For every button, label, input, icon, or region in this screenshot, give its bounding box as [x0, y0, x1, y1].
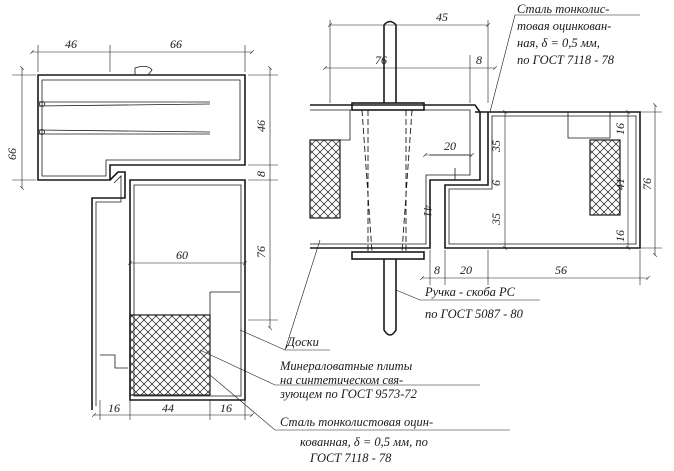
left-board-step	[310, 110, 351, 141]
r-dim-bottom-20: 20	[460, 263, 472, 277]
nails	[37, 101, 211, 135]
handle-body-dashed	[361, 109, 413, 253]
label-steel-top-1: Сталь тонколис-	[517, 2, 609, 16]
right-panel-inner	[448, 115, 637, 245]
left-panel-inner	[310, 109, 471, 245]
step-sheet-inner	[95, 175, 122, 406]
seam-fold	[134, 66, 153, 76]
left-insulation	[309, 139, 341, 219]
upper-shell	[37, 74, 246, 181]
dim-left-height: 66	[5, 148, 19, 160]
handle-grip	[383, 20, 397, 336]
dim-top-left: 46	[65, 37, 77, 51]
dim-right-lower: 76	[254, 246, 268, 258]
dim-top-right: 66	[170, 37, 182, 51]
step-detail	[430, 154, 470, 180]
dim-inner-width: 60	[176, 248, 188, 262]
label-steel-bottom-2: кованная, δ = 0,5 мм, по	[300, 435, 428, 449]
handle-plate-bottom	[351, 251, 425, 260]
r-dim-v35b: 35	[489, 213, 503, 226]
r-dim-top-76: 76	[375, 53, 387, 67]
r-dim-right-41: 41	[613, 178, 627, 190]
label-boards: Доски	[286, 335, 319, 349]
dim-right-mid: 8	[254, 171, 268, 177]
right-top-sheet	[310, 104, 481, 249]
right-section-view: 45 76 8 20 35 6 35 41 16 41 16 76 8 20 5…	[309, 10, 662, 336]
r-dim-v41: 41	[421, 205, 435, 217]
dim-bottom-mid: 44	[162, 401, 174, 415]
r-dim-v6: 6	[489, 180, 503, 186]
handle-plate-top	[351, 102, 425, 111]
board-step	[209, 291, 240, 315]
r-dim-bottom-56: 56	[555, 263, 567, 277]
r-dim-right-16a: 16	[613, 123, 627, 135]
mineral-wool-fill	[129, 314, 211, 396]
left-section-view: 46 66 66 46 8 76 60 16 44 16	[5, 37, 278, 420]
r-dim-top-8: 8	[476, 53, 482, 67]
r-dim-bottom-8: 8	[434, 263, 440, 277]
annotations: Сталь тонколис- товая оцинкован- ная, δ …	[199, 2, 640, 465]
r-dim-right-76: 76	[640, 178, 654, 190]
right-board-step	[567, 112, 611, 139]
label-steel-top-2: товая оцинкован-	[517, 19, 611, 33]
r-dim-top-width: 45	[436, 10, 448, 24]
right-insulation	[589, 139, 621, 216]
label-steel-top-3: ная, δ = 0,5 мм,	[517, 36, 600, 50]
label-mineral-1: Минераловатные плиты	[279, 359, 413, 373]
dim-bottom-right: 16	[220, 401, 232, 415]
label-handle-1: Ручка - скоба РС	[424, 285, 516, 299]
dim-bottom-left: 16	[108, 401, 120, 415]
step-sheet	[91, 171, 126, 410]
label-mineral-2: на синтетическом свя-	[280, 373, 403, 387]
r-dim-v35a: 35	[489, 140, 503, 153]
dim-right-upper: 46	[254, 120, 268, 132]
bottom-step	[100, 354, 128, 369]
upper-shell-inner	[41, 79, 241, 177]
label-steel-bottom-1: Сталь тонколистовая оцин-	[280, 415, 433, 429]
r-dim-step-20: 20	[444, 139, 456, 153]
r-dim-right-16b: 16	[613, 230, 627, 242]
label-steel-bottom-3: ГОСТ 7118 - 78	[309, 451, 392, 465]
label-steel-top-4: по ГОСТ 7118 - 78	[517, 53, 615, 67]
label-mineral-3: зующем по ГОСТ 9573-72	[279, 387, 417, 401]
label-handle-2: по ГОСТ 5087 - 80	[425, 307, 524, 321]
